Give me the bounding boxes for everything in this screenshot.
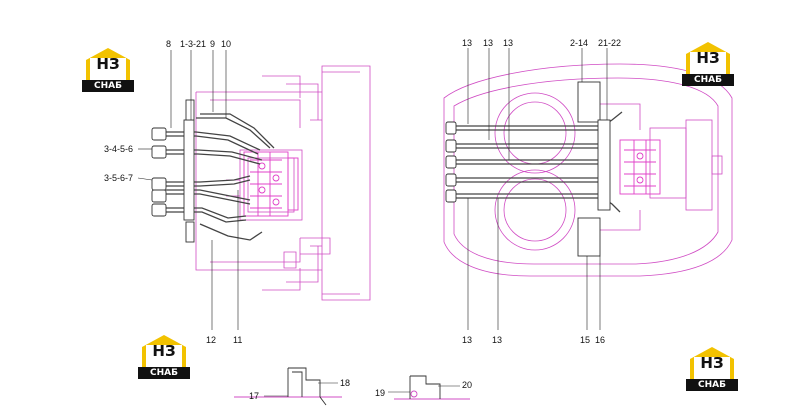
right-top-label: 2-14 (570, 38, 589, 48)
left-hoses (166, 113, 275, 241)
logo-subtitle: СНАБ (682, 74, 734, 86)
house-logo-icon (690, 347, 734, 379)
left-leaders (137, 50, 239, 330)
right-top-label: 21-22 (598, 38, 622, 48)
detail-label: 18 (340, 378, 351, 388)
house-logo-icon (686, 42, 730, 74)
left-top-label: 1-3-21 (180, 39, 207, 49)
right-top-label: 13 (483, 38, 494, 48)
right-fittings (445, 81, 611, 257)
detail-view-b (388, 375, 470, 400)
right-bottom-label: 13 (492, 335, 503, 345)
left-view-frame (195, 65, 371, 301)
left-top-label: 9 (210, 39, 216, 49)
right-hoses (456, 111, 623, 213)
house-logo-icon (142, 335, 186, 367)
logo-brand-text: НЗ (700, 354, 724, 372)
left-valve-block (243, 151, 299, 217)
brand-logo: НЗ СНАБ (686, 345, 738, 391)
logo-subtitle: СНАБ (82, 80, 134, 92)
detail-label: 17 (249, 391, 260, 401)
left-fittings (151, 99, 195, 243)
left-top-label: 8 (166, 39, 172, 49)
house-logo-icon (86, 48, 130, 80)
detail-view-a (234, 367, 342, 406)
left-bottom-label: 11 (233, 335, 243, 345)
logo-brand-text: НЗ (96, 55, 120, 73)
logo-brand-text: НЗ (696, 49, 720, 67)
left-top-label: 10 (221, 39, 232, 49)
right-valve-block (619, 139, 661, 195)
left-side-label: 3-5-6-7 (104, 173, 134, 183)
right-bottom-label: 16 (595, 335, 606, 345)
right-top-label: 13 (462, 38, 473, 48)
logo-brand-text: НЗ (152, 342, 176, 360)
left-side-label: 3-4-5-6 (104, 144, 134, 154)
left-bottom-label: 12 (206, 335, 217, 345)
detail-label: 19 (375, 388, 386, 398)
detail-label: 20 (462, 380, 473, 390)
right-leaders (467, 48, 608, 330)
brand-logo: НЗ СНАБ (138, 333, 190, 379)
brand-logo: НЗ СНАБ (682, 40, 734, 86)
brand-logo: НЗ СНАБ (82, 46, 134, 92)
logo-subtitle: СНАБ (138, 367, 190, 379)
right-top-label: 13 (503, 38, 514, 48)
logo-subtitle: СНАБ (686, 379, 738, 391)
right-bottom-label: 13 (462, 335, 473, 345)
right-bottom-label: 15 (580, 335, 591, 345)
